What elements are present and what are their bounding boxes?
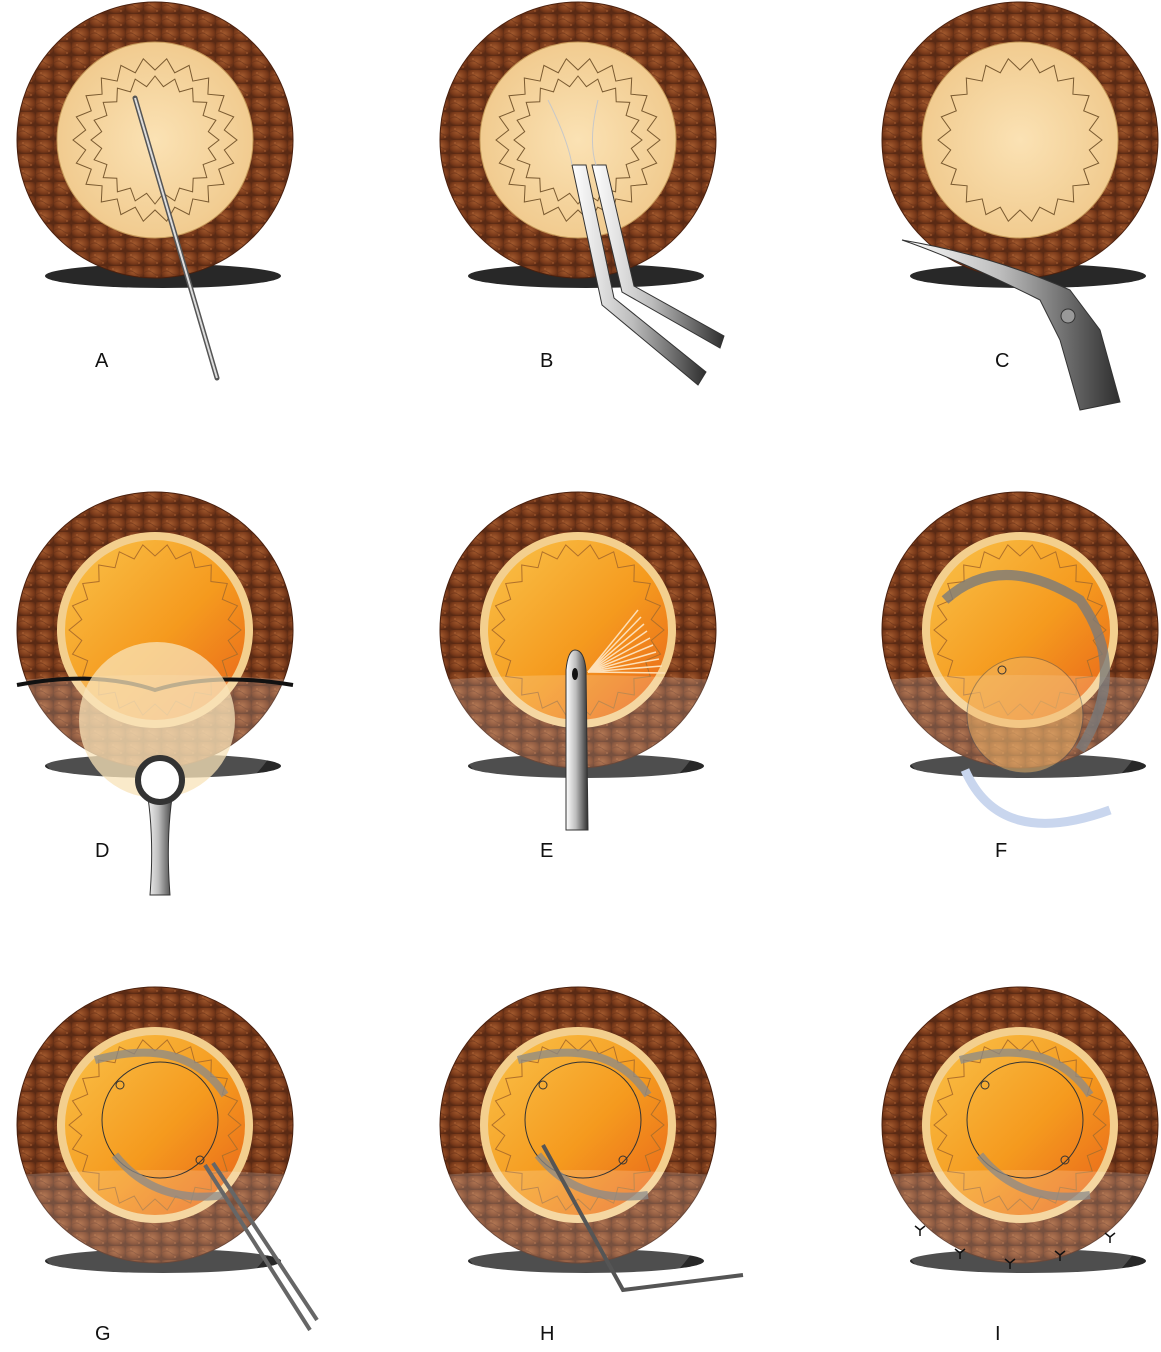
- optic-disc: [967, 657, 1083, 773]
- panel-label: A: [95, 350, 109, 372]
- panel-e: E: [440, 492, 716, 862]
- panel-label: D: [95, 840, 109, 862]
- spatula-ring-icon: [138, 758, 182, 802]
- cornea: [57, 42, 253, 238]
- tissue-strand: [588, 672, 665, 673]
- lower-band: [440, 1170, 716, 1313]
- panel-f: F: [882, 492, 1158, 862]
- cornea: [480, 42, 676, 238]
- panel-label: B: [540, 350, 553, 372]
- cornea: [922, 42, 1118, 238]
- lower-band: [882, 1170, 1158, 1313]
- panel-c: C: [882, 2, 1158, 410]
- probe-eye: [572, 668, 578, 680]
- panel-b: B: [440, 2, 724, 385]
- scissors-pivot-icon: [1061, 309, 1075, 323]
- panel-i: I: [882, 987, 1158, 1345]
- panel-d: D: [17, 492, 293, 895]
- panel-label: I: [995, 1323, 1001, 1345]
- panel-a: A: [17, 2, 293, 378]
- panel-g: G: [17, 987, 317, 1345]
- panel-label: E: [540, 840, 553, 862]
- panel-label: G: [95, 1323, 111, 1345]
- panel-h: H: [440, 987, 743, 1345]
- panel-label: C: [995, 350, 1009, 372]
- panel-label: F: [995, 840, 1007, 862]
- panel-label: H: [540, 1323, 554, 1345]
- panels-group: A B C D E F G H I: [17, 2, 1158, 1345]
